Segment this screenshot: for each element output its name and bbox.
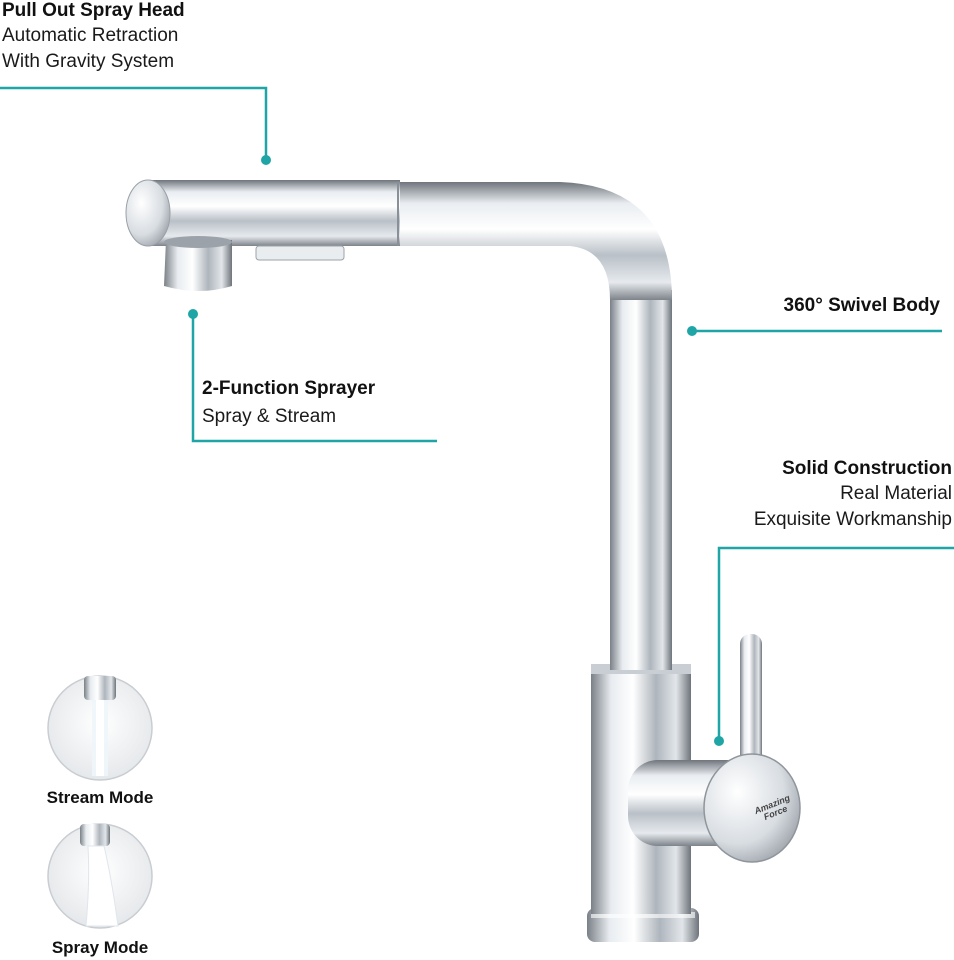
- leader-dots: [188, 155, 724, 746]
- callout-line: Automatic Retraction: [2, 25, 179, 46]
- callout-line: Real Material: [840, 483, 952, 504]
- callout-two-function-sprayer: 2-Function Sprayer Spray & Stream: [202, 377, 375, 430]
- callout-line: With Gravity System: [2, 51, 175, 72]
- leader-pull-out: [0, 86, 268, 160]
- spray-mode-image: [47, 823, 153, 929]
- spray-mode-label: Spray Mode: [51, 938, 149, 957]
- callout-title: Pull Out Spray Head: [2, 0, 185, 21]
- callout-line: Exquisite Workmanship: [753, 509, 952, 530]
- callout-title: 360° Swivel Body: [783, 295, 941, 316]
- callout-title: 2-Function Sprayer: [202, 378, 376, 399]
- leader-lines: [0, 86, 954, 741]
- callout-swivel-body: 360° Swivel Body: [784, 294, 941, 318]
- stream-mode-image: [47, 675, 153, 781]
- callout-title: Solid Construction: [782, 458, 952, 479]
- callout-solid-construction: Solid Construction Real Material Exquisi…: [754, 457, 952, 533]
- stream-mode-label: Stream Mode: [46, 788, 154, 807]
- leader-sprayer: [191, 314, 437, 443]
- callout-line: Spray & Stream: [202, 406, 337, 427]
- callout-pull-out-spray-head: Pull Out Spray Head Automatic Retraction…: [2, 0, 185, 75]
- faucet: [125, 179, 801, 942]
- leader-construction: [717, 546, 954, 741]
